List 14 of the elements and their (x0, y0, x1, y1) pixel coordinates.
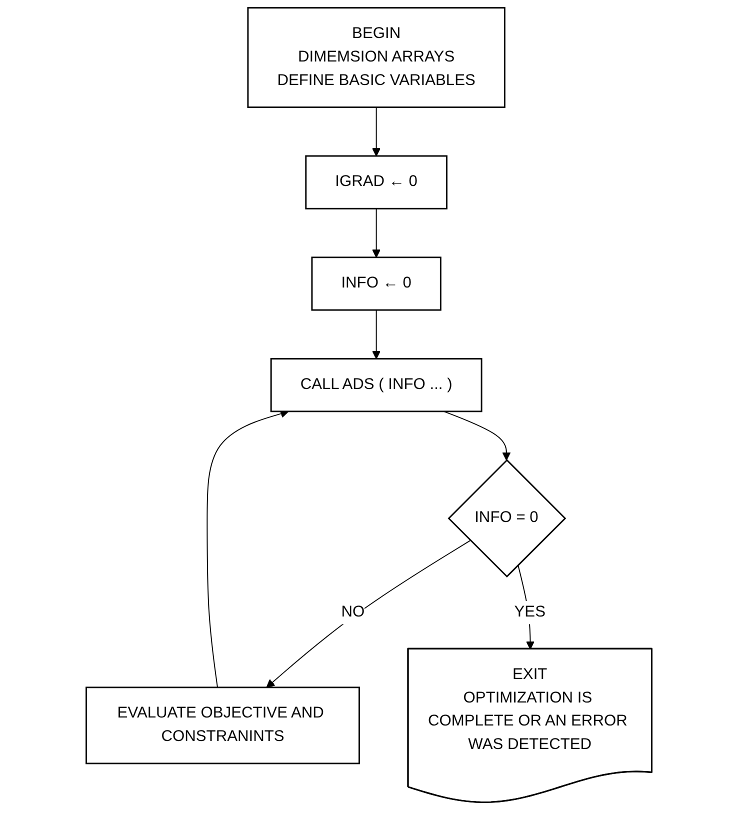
arrow (372, 106, 380, 156)
arrow (372, 208, 380, 258)
node-box: BEGIN DIMEMSION ARRAYS DEFINE BASIC VARIABLES (246, 7, 505, 108)
arrow (206, 410, 288, 688)
node-box: INFO ← 0 (310, 256, 441, 311)
node-box: IGRAD ← 0 (304, 155, 447, 210)
node-box: EVALUATE OBJECTIVE AND CONSTRANINTS (85, 686, 360, 764)
arrow (266, 540, 470, 688)
arrow (372, 310, 380, 360)
node-diamond: INFO = 0 (447, 459, 566, 578)
edge-label: YES (514, 604, 545, 620)
arrow (442, 410, 510, 461)
node-box: CALL ADS ( INFO ... ) (270, 358, 482, 412)
edge-label: NO (340, 604, 364, 620)
